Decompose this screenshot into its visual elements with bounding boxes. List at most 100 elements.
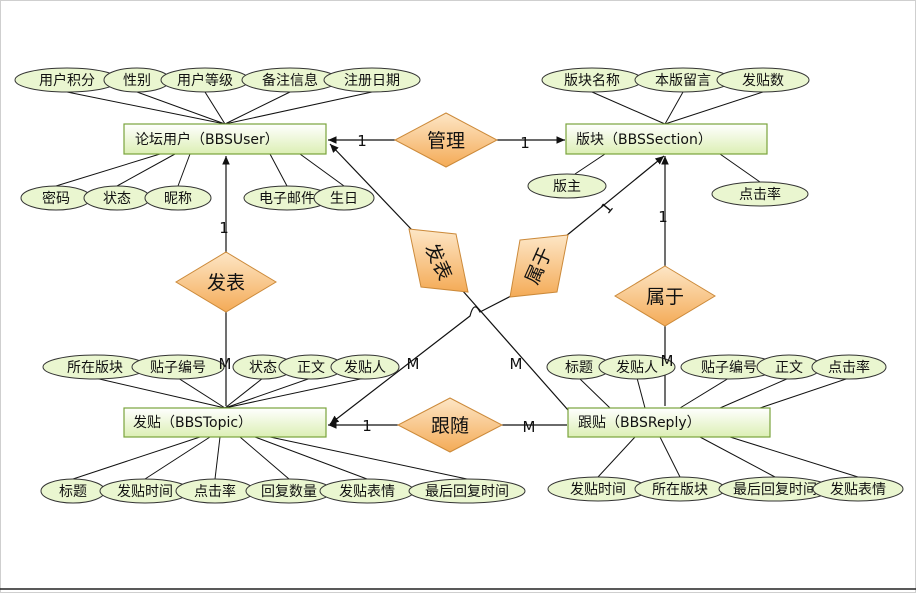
svg-text:所在版块: 所在版块 bbox=[67, 360, 123, 376]
entity-bbs-topic: 发贴（BBSTopic） bbox=[123, 407, 327, 438]
svg-text:贴子编号: 贴子编号 bbox=[701, 360, 757, 376]
card-belong2-section: 1 bbox=[658, 208, 668, 226]
svg-text:最后回复时间: 最后回复时间 bbox=[425, 483, 509, 500]
svg-text:用户积分: 用户积分 bbox=[39, 72, 95, 89]
attr-user-remark: 备注信息 bbox=[241, 67, 339, 93]
attr-user-email: 电子邮件 bbox=[243, 185, 331, 211]
svg-text:用户等级: 用户等级 bbox=[177, 72, 233, 89]
svg-text:最后回复时间: 最后回复时间 bbox=[733, 481, 817, 498]
svg-text:发贴人: 发贴人 bbox=[344, 360, 386, 376]
attr-reply-post-time: 发贴时间 bbox=[547, 476, 649, 502]
attr-reply-face: 发贴表情 bbox=[812, 476, 904, 502]
attr-reply-section: 所在版块 bbox=[634, 476, 726, 502]
svg-text:发表: 发表 bbox=[207, 272, 245, 294]
svg-text:发贴时间: 发贴时间 bbox=[117, 484, 173, 500]
attr-topic-author: 发贴人 bbox=[330, 354, 400, 380]
svg-text:版块（BBSSection）: 版块（BBSSection） bbox=[576, 132, 712, 148]
svg-text:发贴（BBSTopic）: 发贴（BBSTopic） bbox=[133, 415, 252, 431]
card-publish2-reply: M bbox=[510, 355, 523, 373]
svg-text:发贴表情: 发贴表情 bbox=[339, 484, 395, 500]
svg-text:属于: 属于 bbox=[646, 286, 684, 308]
attr-user-points: 用户积分 bbox=[14, 67, 120, 93]
attr-section-master: 版主 bbox=[527, 173, 607, 199]
attr-user-reg-date: 注册日期 bbox=[323, 67, 421, 93]
attr-reply-author: 发贴人 bbox=[598, 354, 676, 380]
attr-user-level: 用户等级 bbox=[160, 67, 250, 93]
attr-user-gender: 性别 bbox=[103, 67, 171, 93]
rel-follow: 跟随 bbox=[396, 397, 504, 453]
attr-user-password: 密码 bbox=[20, 185, 92, 211]
attr-topic-title: 标题 bbox=[40, 478, 106, 504]
card-follow-reply: M bbox=[523, 418, 536, 436]
entity-bbs-section: 版块（BBSSection） bbox=[565, 123, 768, 155]
attr-topic-last-reply-time: 最后回复时间 bbox=[408, 478, 526, 504]
attr-topic-click-rate: 点击率 bbox=[175, 478, 255, 504]
attr-reply-last-reply-time: 最后回复时间 bbox=[718, 476, 832, 502]
rel-publish-user-reply: 发表 bbox=[408, 228, 469, 293]
rel-manage: 管理 bbox=[393, 112, 499, 168]
svg-text:昵称: 昵称 bbox=[164, 191, 192, 207]
rel-belong-reply-section: 属于 bbox=[614, 265, 716, 327]
svg-text:状态: 状态 bbox=[103, 191, 131, 207]
svg-text:跟贴（BBSReply）: 跟贴（BBSReply） bbox=[578, 415, 701, 431]
svg-text:性别: 性别 bbox=[123, 73, 151, 89]
attr-topic-content: 正文 bbox=[278, 354, 344, 380]
belong-line-section bbox=[565, 155, 665, 237]
attr-section-click-rate: 点击率 bbox=[711, 181, 809, 207]
card-publish-topic: M bbox=[219, 355, 232, 373]
svg-text:发贴人: 发贴人 bbox=[616, 360, 658, 376]
publish2-line-user bbox=[329, 143, 413, 231]
card-belong-topic: M bbox=[407, 355, 420, 373]
svg-text:发贴时间: 发贴时间 bbox=[570, 482, 626, 498]
svg-text:点击率: 点击率 bbox=[194, 483, 236, 500]
card-belong2-reply: M bbox=[661, 352, 674, 370]
svg-text:发贴表情: 发贴表情 bbox=[830, 482, 886, 498]
reply-attributes: 标题 发贴人 贴子编号 正文 点击率 发贴时间 所在版块 最后回复时间 bbox=[546, 354, 904, 502]
svg-text:密码: 密码 bbox=[42, 190, 70, 207]
svg-text:正文: 正文 bbox=[775, 360, 803, 376]
section-attributes: 版块名称 本版留言 发贴数 版主 点击率 bbox=[527, 67, 810, 207]
topic-attributes: 所在版块 贴子编号 状态 正文 发贴人 标题 发贴时间 点击率 bbox=[40, 354, 526, 504]
attr-section-post-count: 发贴数 bbox=[716, 67, 810, 93]
svg-text:点击率: 点击率 bbox=[739, 186, 781, 203]
entity-bbs-user: 论坛用户（BBSUser） bbox=[123, 123, 327, 155]
svg-text:论坛用户（BBSUser）: 论坛用户（BBSUser） bbox=[135, 131, 279, 148]
rel-publish-user-topic: 发表 bbox=[175, 251, 277, 313]
attribute-connectors bbox=[55, 91, 859, 480]
rel-belong-topic-section: 属于 bbox=[509, 234, 569, 298]
attr-user-birthday: 生日 bbox=[313, 185, 375, 211]
belong-line-topic bbox=[329, 295, 512, 425]
svg-text:标题: 标题 bbox=[565, 360, 593, 376]
card-publish-user: 1 bbox=[219, 219, 229, 237]
publish2-line-reply bbox=[461, 289, 569, 411]
svg-text:版主: 版主 bbox=[553, 179, 581, 195]
attr-user-state: 状态 bbox=[83, 185, 151, 211]
entity-bbs-reply: 跟贴（BBSReply） bbox=[567, 407, 771, 438]
card-manage-user: 1 bbox=[357, 132, 367, 150]
svg-text:注册日期: 注册日期 bbox=[344, 73, 400, 89]
svg-text:标题: 标题 bbox=[59, 484, 87, 500]
attr-section-name: 版块名称 bbox=[541, 67, 643, 93]
svg-text:贴子编号: 贴子编号 bbox=[150, 360, 206, 376]
card-follow-topic: 1 bbox=[362, 417, 372, 435]
svg-text:所在版块: 所在版块 bbox=[652, 482, 708, 498]
user-attributes: 用户积分 性别 用户等级 备注信息 注册日期 密码 状态 昵称 bbox=[14, 67, 421, 211]
attr-topic-no: 贴子编号 bbox=[131, 354, 225, 380]
attr-topic-face: 发贴表情 bbox=[319, 478, 415, 504]
card-belong-section: 1 bbox=[597, 199, 617, 218]
attr-topic-reply-count: 回复数量 bbox=[245, 478, 333, 504]
attr-reply-click-rate: 点击率 bbox=[811, 354, 887, 380]
svg-text:跟随: 跟随 bbox=[431, 415, 469, 437]
svg-text:发贴数: 发贴数 bbox=[742, 73, 784, 89]
attr-topic-section: 所在版块 bbox=[42, 354, 148, 380]
svg-text:备注信息: 备注信息 bbox=[262, 72, 318, 89]
attr-topic-state: 状态 bbox=[232, 354, 294, 380]
svg-text:电子邮件: 电子邮件 bbox=[259, 191, 315, 207]
svg-text:正文: 正文 bbox=[297, 360, 325, 376]
svg-text:回复数量: 回复数量 bbox=[261, 483, 317, 500]
svg-text:点击率: 点击率 bbox=[828, 359, 870, 376]
svg-text:版块名称: 版块名称 bbox=[564, 73, 620, 89]
svg-text:状态: 状态 bbox=[249, 360, 277, 376]
svg-text:管理: 管理 bbox=[427, 130, 465, 152]
